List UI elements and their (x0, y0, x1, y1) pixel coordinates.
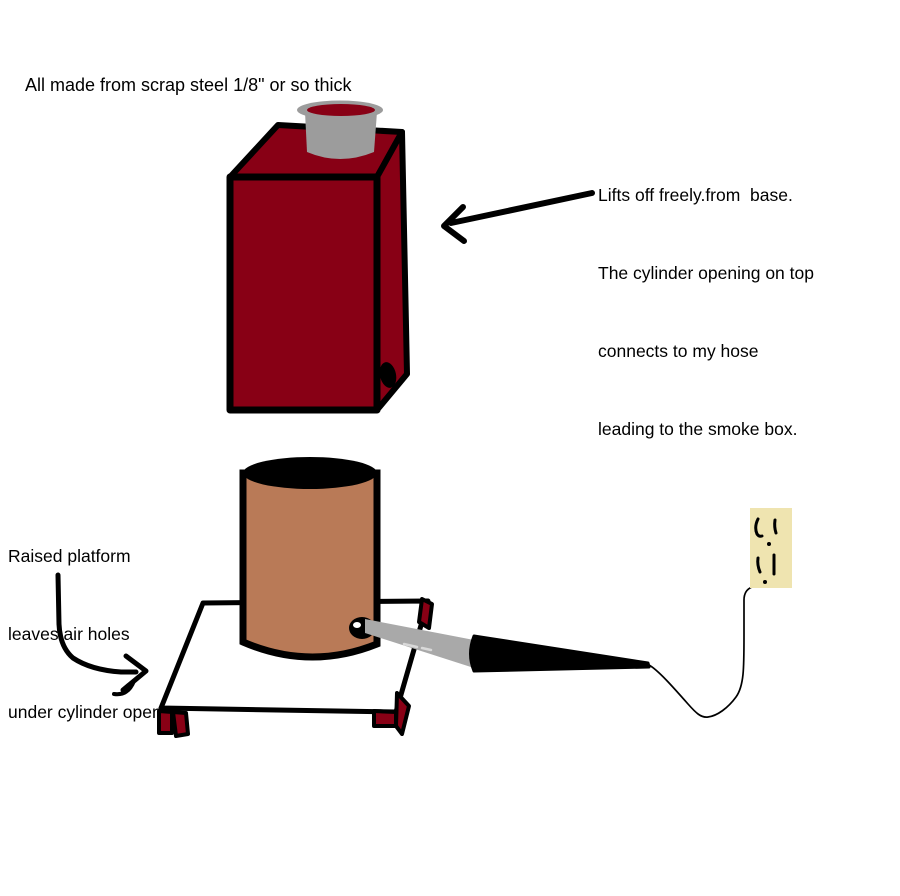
cylinder-iron-hole-gleam (353, 622, 361, 628)
burn-cylinder-body (239, 469, 381, 661)
outlet-slot-top-right (773, 518, 778, 535)
chimney-opening (307, 104, 375, 116)
note-line: connects to my hose (598, 341, 759, 361)
smoke-box-lid (226, 100, 410, 414)
power-cord (648, 586, 753, 718)
note-line: Lifts off freely.from base. (598, 185, 793, 205)
platform-arrow (55, 572, 149, 697)
outlet-ground-top (767, 542, 771, 546)
lid-front-face (226, 173, 381, 414)
platform-note: Raised platform leaves air holes under c… (8, 491, 228, 777)
outlet-ground-bottom (763, 580, 767, 584)
soldering-iron-handle (469, 634, 651, 673)
note-line: under cylinder open (8, 702, 162, 722)
note-line: All made from scrap steel 1/8" or so thi… (25, 75, 352, 95)
lid-side-hole (379, 362, 397, 388)
chimney-stub-body (305, 112, 377, 159)
note-line: Raised platform (8, 546, 131, 566)
lid-arrow (441, 190, 595, 244)
platform-leg-front-right-b (394, 691, 411, 736)
note-line: leaves air holes (8, 624, 130, 644)
note-line: leading to the smoke box. (598, 419, 798, 439)
outlet-slot-top-left (754, 517, 764, 538)
platform-arrow-shaft (55, 572, 139, 675)
outlet-slot-bottom-left (756, 556, 762, 574)
wall-outlet-slots (754, 517, 778, 584)
platform-leg-front-right-a (372, 709, 398, 728)
burn-cylinder-open-top (243, 457, 377, 489)
base-assembly (157, 457, 792, 738)
lid-arrow-head (441, 204, 467, 244)
lid-note: Lifts off freely.from base. The cylinder… (598, 130, 898, 494)
lid-arrow-shaft (448, 190, 595, 226)
platform-arrow-tail-curl (112, 679, 136, 697)
platform-leg-back-right (417, 597, 434, 630)
platform-leg-front-left-a (157, 709, 174, 735)
soldering-iron-shaft (365, 619, 474, 668)
note-line: The cylinder opening on top (598, 263, 814, 283)
platform-leg-front-left-b (171, 710, 190, 738)
soldering-iron-shaft-highlight (402, 642, 433, 652)
material-note: All made from scrap steel 1/8" or so thi… (25, 20, 352, 150)
